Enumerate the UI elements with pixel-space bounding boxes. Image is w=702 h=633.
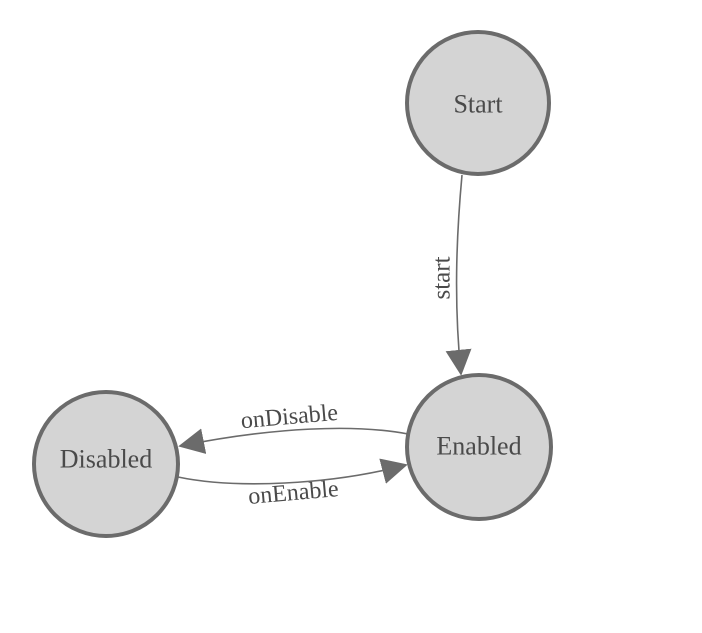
edge-label-onenable: onEnable [247, 476, 340, 510]
edge-disabled-to-enabled[interactable] [177, 458, 408, 485]
transition-enabled-to-disabled: onDisable [178, 400, 409, 455]
state-circle-disabled[interactable] [32, 390, 180, 538]
edge-enabled-to-disabled[interactable] [178, 427, 409, 455]
transition-disabled-to-enabled: onEnable [177, 458, 408, 510]
state-circle-start[interactable] [405, 30, 551, 176]
edge-label-start: start [429, 256, 456, 299]
state-circle-enabled[interactable] [405, 373, 553, 521]
state-node-start[interactable]: Start [405, 30, 551, 176]
state-node-disabled[interactable]: Disabled [32, 390, 180, 538]
edge-start-to-enabled[interactable] [445, 174, 472, 376]
transition-start-to-enabled: start [429, 174, 472, 376]
state-node-enabled[interactable]: Enabled [405, 373, 553, 521]
